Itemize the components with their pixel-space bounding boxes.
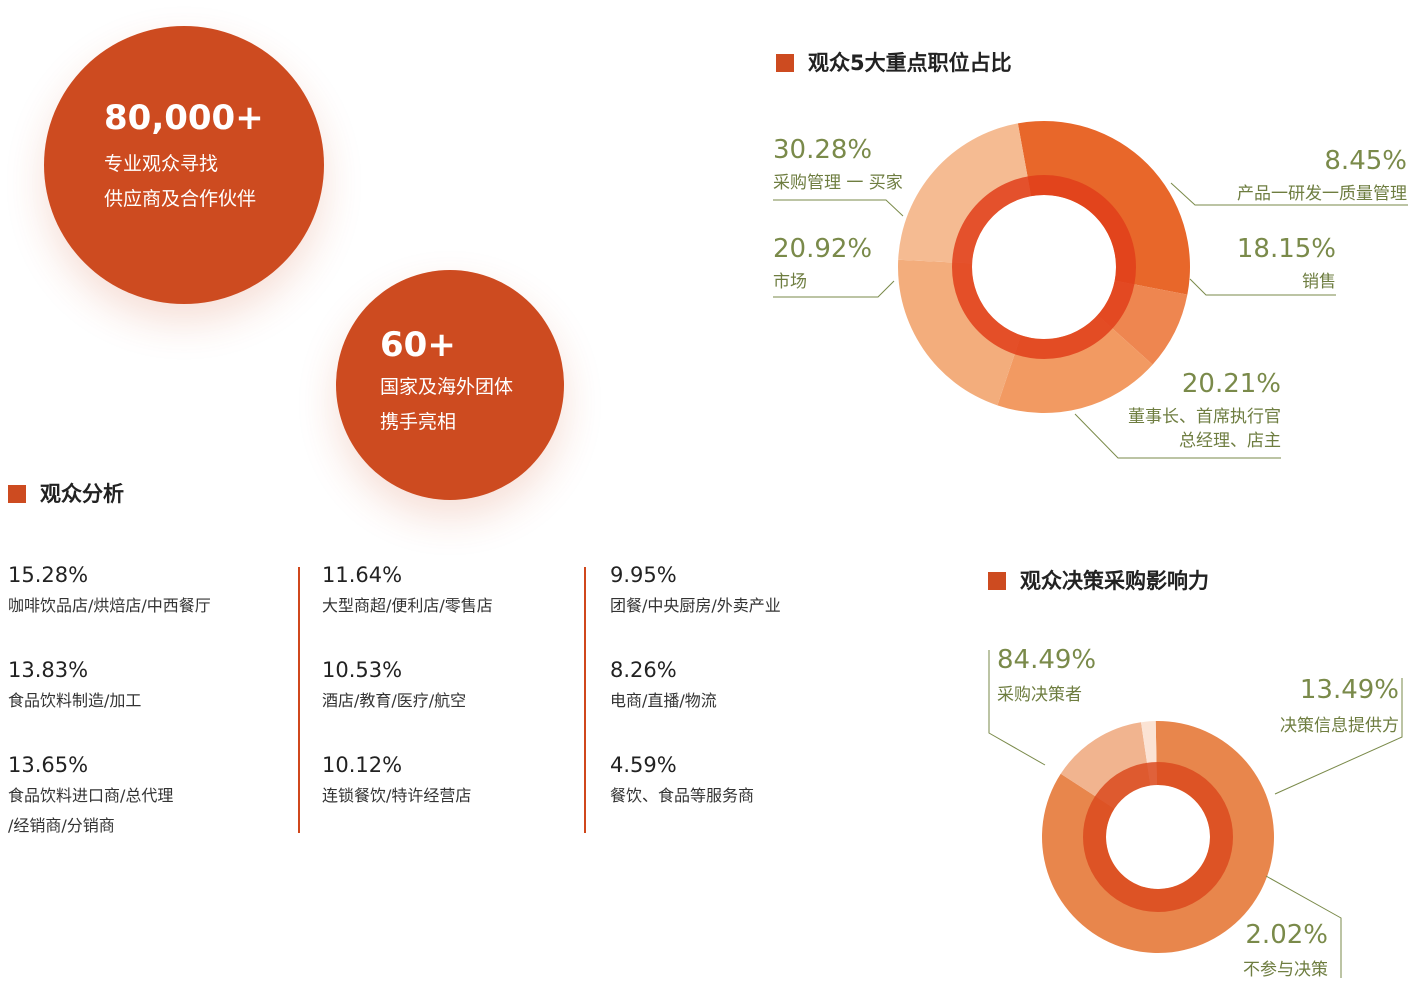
influence-label-text: 采购决策者 [997, 685, 1082, 705]
leader-line [1265, 875, 1342, 978]
donut-slice [898, 123, 1032, 264]
countries-bubble: 60+ 国家及海外团体 携手亮相 [336, 270, 564, 500]
audience-item: 13.65% 食品饮料进口商/总代理 /经销商/分销商 [8, 753, 174, 835]
influence-donut [1041, 721, 1274, 954]
positions-chart-title: 观众5大重点职位占比 [776, 47, 1012, 77]
column-divider [298, 567, 300, 833]
positions-label-text: 市场 [773, 272, 807, 292]
leader-line [773, 280, 895, 298]
audience-count-line1: 专业观众寻找 [104, 153, 219, 175]
leader-line [773, 199, 904, 217]
audience-count-number: 80,000+ [104, 98, 264, 138]
positions-label-text: 采购管理 一 买家 [773, 173, 903, 193]
audience-item: 9.95% 团餐/中央厨房/外卖产业 [610, 563, 781, 615]
positions-label-pct: 20.92% [773, 234, 873, 264]
leader-line [1274, 678, 1403, 795]
audience-count-line2: 供应商及合作伙伴 [104, 188, 257, 210]
section-marker-icon [776, 54, 794, 72]
influence-label-pct: 84.49% [997, 645, 1097, 675]
section-marker-icon [988, 572, 1006, 590]
countries-line2: 携手亮相 [380, 411, 457, 433]
positions-label-pct: 30.28% [773, 135, 873, 165]
countries-line1: 国家及海外团体 [380, 376, 514, 398]
positions-label-text: 产品一研发一质量管理 [1237, 184, 1407, 204]
audience-item: 11.64% 大型商超/便利店/零售店 [322, 563, 493, 615]
influence-label-text: 不参与决策 [1243, 960, 1328, 980]
countries-number: 60+ [380, 325, 456, 365]
influence-label-text: 决策信息提供方 [1280, 716, 1399, 736]
leader-line [1170, 182, 1408, 206]
donut-inner-ring [1083, 762, 1233, 912]
leader-line [1189, 278, 1336, 296]
positions-label-text: 董事长、首席执行官 [1128, 407, 1281, 427]
audience-item: 13.83% 食品饮料制造/加工 [8, 658, 142, 710]
leader-line [1074, 413, 1281, 459]
influence-chart-title: 观众决策采购影响力 [988, 565, 1209, 595]
leader-lines [773, 182, 1408, 978]
positions-label-pct: 18.15% [1236, 234, 1336, 264]
audience-item: 4.59% 餐饮、食品等服务商 [610, 753, 755, 805]
audience-analysis-title: 观众分析 [8, 478, 124, 508]
positions-label-text: 销售 [1302, 272, 1336, 292]
audience-item: 15.28% 咖啡饮品店/烘焙店/中西餐厅 [8, 563, 211, 615]
positions-label-pct: 20.21% [1181, 369, 1281, 399]
audience-count-bubble: 80,000+ 专业观众寻找 供应商及合作伙伴 [44, 26, 324, 304]
positions-label-text: 总经理、店主 [1179, 431, 1281, 451]
donut-slice [1041, 721, 1274, 954]
donut-slice [898, 259, 1022, 406]
section-marker-icon [8, 485, 26, 503]
leader-line [988, 650, 1046, 766]
audience-item: 8.26% 电商/直播/物流 [610, 658, 717, 710]
column-divider [584, 567, 586, 833]
influence-label-pct: 13.49% [1299, 675, 1399, 705]
audience-item: 10.12% 连锁餐饮/特许经营店 [322, 753, 472, 805]
positions-label-pct: 8.45% [1324, 146, 1407, 176]
donut-inner-ring [952, 175, 1136, 359]
audience-item: 10.53% 酒店/教育/医疗/航空 [322, 658, 467, 710]
positions-donut [898, 120, 1190, 413]
influence-label-pct: 2.02% [1245, 920, 1328, 950]
